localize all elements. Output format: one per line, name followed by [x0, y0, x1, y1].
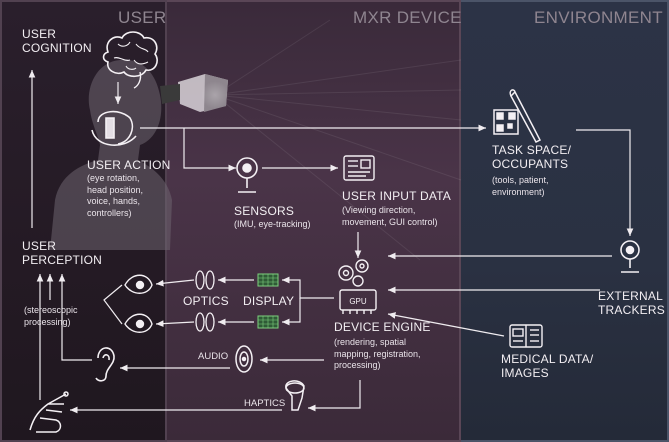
- display-label: DISPLAY: [243, 294, 295, 308]
- task-space-detail: (tools, patient, environment): [492, 175, 549, 197]
- display-grid-icon: [257, 273, 279, 329]
- optics-label: OPTICS: [183, 294, 229, 308]
- ear-icon: [95, 347, 115, 382]
- tracker-camera-icon: [620, 240, 640, 273]
- environment-panel-title: ENVIRONMENT: [534, 8, 663, 27]
- sensors-detail: (IMU, eye-tracking): [234, 219, 311, 229]
- mxr-device-panel-title: MXR DEVICE: [353, 8, 462, 27]
- user-action-icon: [91, 110, 137, 146]
- lens-icon: [195, 270, 215, 332]
- gpu-label: GPU: [349, 297, 367, 306]
- user-input-data-detail: (Viewing direction, movement, GUI contro…: [342, 205, 438, 227]
- haptics-label: HAPTICS: [244, 398, 286, 409]
- brain-icon: [102, 31, 158, 89]
- sensors-label: SENSORS: [234, 204, 295, 218]
- camera-icon: [236, 157, 258, 193]
- user-cognition-label: USER COGNITION: [22, 27, 92, 55]
- scalpel-qr-icon: [493, 89, 542, 143]
- device-engine-label: DEVICE ENGINE: [334, 320, 431, 334]
- task-space-label: TASK SPACE/ OCCUPANTS: [492, 143, 572, 171]
- light-rays: [214, 19, 462, 261]
- speaker-icon: [235, 345, 253, 373]
- environment-panel: [461, 0, 669, 442]
- controller-icon: [285, 380, 305, 411]
- flow-arrows: [28, 70, 634, 414]
- external-trackers-label: EXTERNAL TRACKERS: [598, 289, 665, 317]
- user-action-detail: (eye rotation, head position, voice, han…: [87, 173, 144, 218]
- audio-label: AUDIO: [198, 351, 229, 362]
- data-screen-icon: [343, 155, 375, 181]
- device-engine-detail: (rendering, spatial mapping, registratio…: [334, 337, 421, 370]
- user-perception-label: USER PERCEPTION: [22, 239, 103, 267]
- user-action-label: USER ACTION: [87, 158, 171, 172]
- head-icon: [50, 59, 172, 251]
- hmd-icon: [160, 74, 229, 112]
- medical-screen-icon: [509, 324, 543, 348]
- user-input-data-label: USER INPUT DATA: [342, 189, 452, 203]
- user-panel-title: USER: [118, 8, 167, 27]
- eye-icon: [124, 274, 153, 333]
- hand-icon: [29, 391, 69, 433]
- gpu-gears-icon: [338, 259, 377, 314]
- stereoscopic-label: (stereoscopic processing): [24, 305, 78, 327]
- medical-data-label: MEDICAL DATA/ IMAGES: [501, 352, 594, 380]
